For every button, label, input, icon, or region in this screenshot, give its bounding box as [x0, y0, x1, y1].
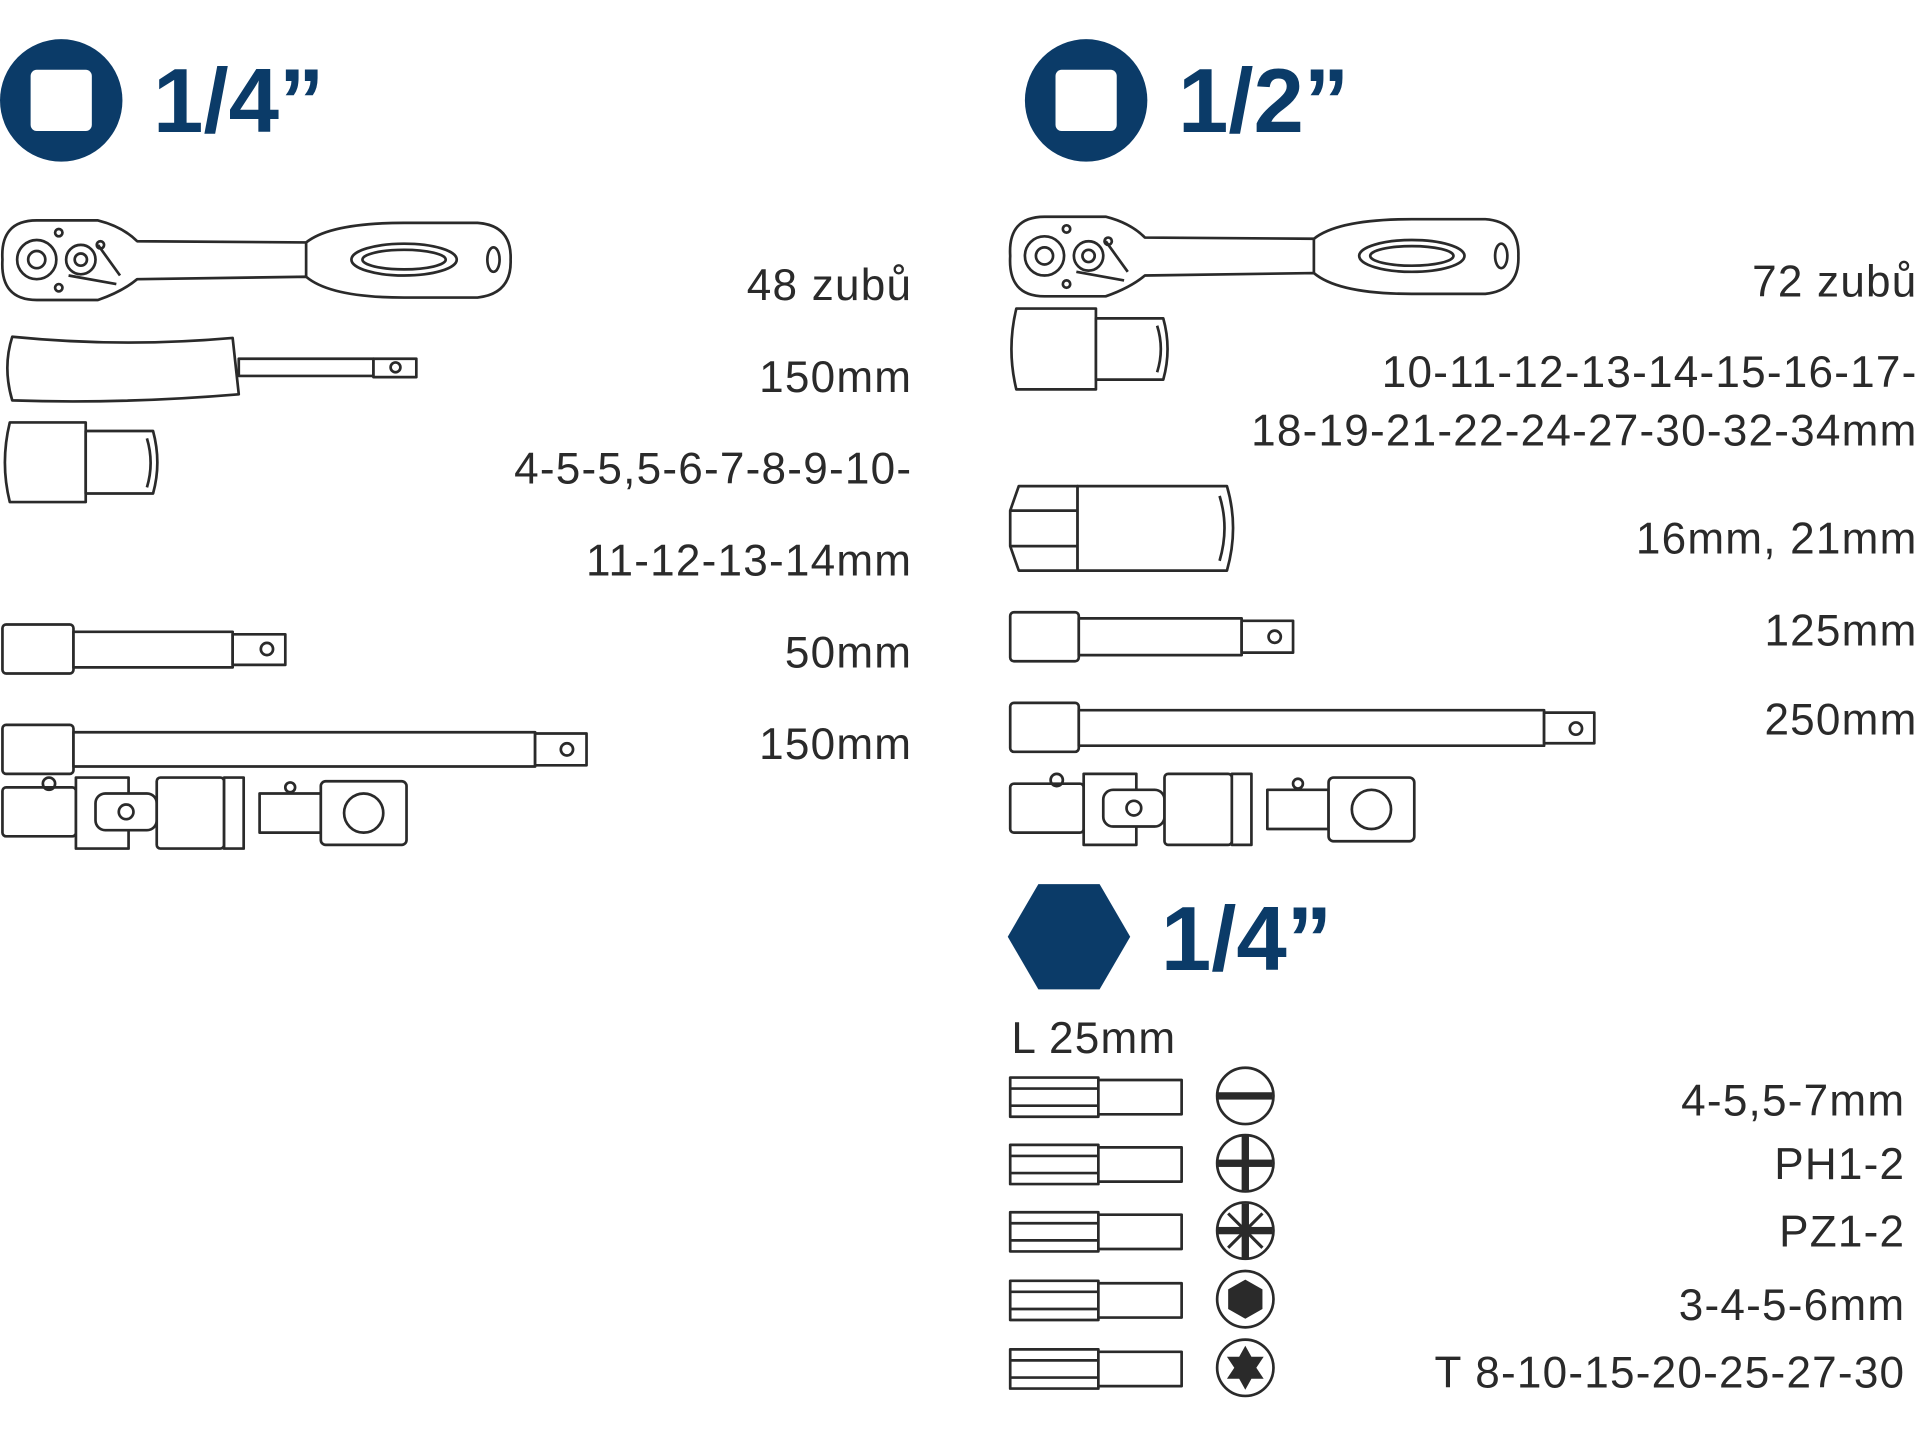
extension-150-label: 150mm: [759, 720, 912, 769]
slotted-bit-drawing: [1008, 1076, 1183, 1119]
left-section-title: 1/4”: [153, 51, 324, 152]
ratchet-drawing: [1008, 215, 1520, 298]
hex-drive-icon: [1007, 884, 1131, 990]
slotted-icon: [1215, 1066, 1275, 1126]
hex-key-icon: [1215, 1269, 1275, 1329]
bit-length-label: L 25mm: [1011, 1014, 1176, 1063]
pozidriv-bit-drawing: [1008, 1210, 1183, 1253]
right-section: 1/2” 72 zubů 10-11-12-13-1: [1008, 39, 1918, 847]
deep-sockets-label: 16mm, 21mm: [1636, 514, 1918, 563]
extension-50-label: 50mm: [785, 628, 912, 677]
sockets-label-2: 11-12-13-14mm: [586, 537, 912, 586]
handle-label: 150mm: [759, 353, 912, 402]
bits-section: 1/4” L 25mm 4-5,5-7mm PH1-2 PZ1-2 3-4-5-…: [1007, 884, 1906, 1398]
right-section-title: 1/2”: [1178, 51, 1349, 152]
sockets-label-1: 10-11-12-13-14-15-16-17-: [1382, 348, 1918, 397]
square-drive-icon: [0, 39, 123, 162]
universal-joint-adapter-drawing: [1008, 772, 1416, 847]
sockets-label-1: 4-5-5,5-6-7-8-9-10-: [514, 445, 912, 494]
bits-section-title: 1/4”: [1161, 889, 1332, 990]
deep-socket-drawing: [1008, 484, 1235, 572]
extension-125-label: 125mm: [1764, 606, 1917, 655]
hex-bit-drawing: [1008, 1279, 1183, 1322]
sockets-label-2: 18-19-21-22-24-27-30-32-34mm: [1251, 407, 1917, 456]
pozidriv-label: PZ1-2: [1779, 1208, 1905, 1257]
universal-joint-adapter-drawing: [1, 776, 408, 850]
phillips-bit-drawing: [1008, 1143, 1183, 1186]
pozidriv-icon: [1215, 1201, 1275, 1261]
ratchet-drawing: [0, 219, 513, 302]
socket-drawing: [1010, 307, 1169, 391]
spinner-handle-drawing: [6, 335, 418, 403]
hex-label: 3-4-5-6mm: [1679, 1281, 1906, 1330]
left-section: 1/4” 48 zubů 150mm 4: [0, 39, 912, 850]
left-labels: 48 zubů 150mm 4-5-5,5-6-7-8-9-10- 11-12-…: [514, 261, 912, 769]
torx-label: T 8-10-15-20-25-27-30: [1434, 1348, 1905, 1397]
phillips-icon: [1215, 1133, 1275, 1193]
torx-icon: [1215, 1338, 1275, 1398]
square-drive-icon: [1024, 39, 1148, 162]
right-labels: 72 zubů 10-11-12-13-14-15-16-17- 18-19-2…: [1251, 257, 1918, 745]
torx-bit-drawing: [1008, 1348, 1183, 1390]
phillips-label: PH1-2: [1774, 1140, 1905, 1189]
ratchet-label: 72 zubů: [1752, 257, 1917, 306]
extension-250mm-drawing: [1008, 701, 1596, 754]
socket-drawing: [3, 421, 159, 504]
ratchet-label: 48 zubů: [747, 261, 912, 310]
extension-125mm-drawing: [1008, 610, 1295, 663]
extension-250-label: 250mm: [1764, 696, 1917, 745]
extension-150mm-drawing: [1, 723, 588, 776]
slotted-label: 4-5,5-7mm: [1681, 1077, 1905, 1126]
extension-50mm-drawing: [1, 623, 287, 675]
